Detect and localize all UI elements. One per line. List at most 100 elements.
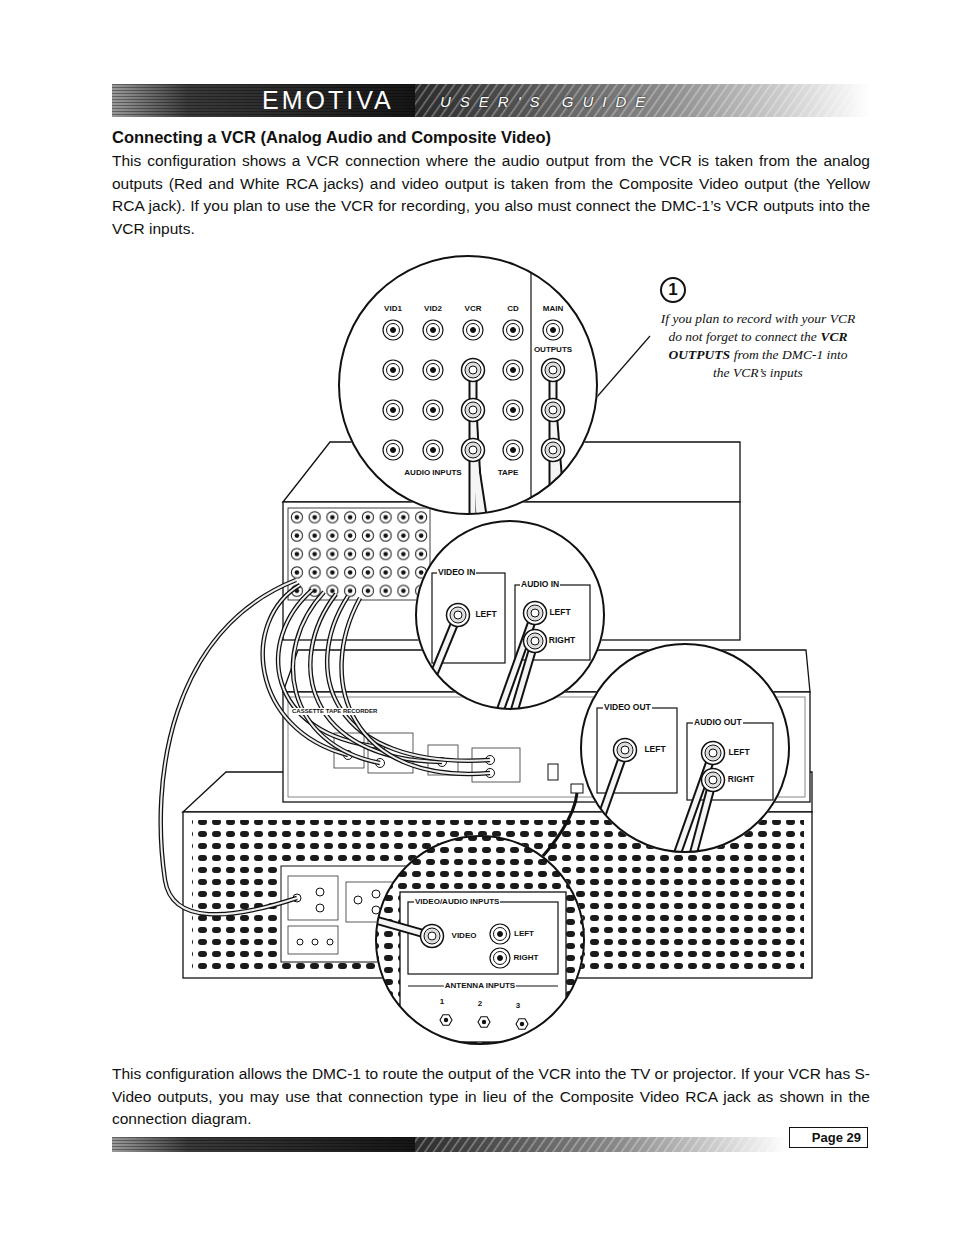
panel-detail — [614, 739, 637, 762]
panel-detail — [511, 368, 516, 373]
callout-number: 1 — [660, 277, 686, 303]
brand-logo: EMOTIVA — [262, 85, 394, 115]
panel-detail — [469, 446, 477, 454]
jack-label: VIDEO IN — [437, 568, 476, 577]
header-bar — [415, 84, 870, 117]
panel-detail — [431, 368, 436, 373]
panel-detail — [387, 364, 400, 377]
magnifier-outline — [376, 836, 584, 1044]
jack-label: TAPE — [497, 469, 520, 478]
rca-cables — [263, 585, 348, 755]
panel-detail — [614, 739, 637, 762]
magnifier-outline — [338, 255, 598, 515]
jack-label: 1 — [439, 998, 445, 1007]
television — [354, 896, 362, 904]
panel-detail — [391, 328, 396, 333]
footer-bar — [112, 1137, 787, 1152]
panel-detail — [465, 402, 481, 418]
panel-detail — [621, 746, 629, 754]
panel-detail — [543, 320, 563, 340]
panel-detail — [383, 320, 403, 340]
panel-detail — [520, 1022, 524, 1026]
panel-detail — [542, 359, 565, 382]
panel-detail — [516, 1019, 528, 1029]
panel-detail — [447, 604, 470, 627]
magnifier-outline — [415, 520, 605, 725]
panel-detail — [383, 320, 403, 340]
jack-label: RIGHT — [548, 636, 576, 645]
panel-detail — [440, 1015, 452, 1025]
panel-detail — [494, 952, 507, 965]
jack-label: RIGHT — [727, 775, 755, 784]
panel-detail — [415, 573, 590, 725]
panel-detail — [415, 615, 458, 720]
panel-detail — [391, 408, 396, 413]
jack-label: ANTENNA INPUTS — [444, 982, 516, 991]
panel-detail — [547, 324, 560, 337]
panel-detail — [503, 360, 523, 380]
panel-detail — [391, 368, 396, 373]
panel-detail — [340, 910, 432, 936]
zoom-callout-vcr-outputs: VIDEO OUTLEFTAUDIO OUTLEFTRIGHT — [580, 643, 790, 853]
panel-detail — [383, 360, 403, 380]
jack-label: VIDEO — [451, 932, 478, 941]
panel-detail — [503, 400, 523, 420]
panel-detail — [527, 633, 543, 649]
header-bar — [112, 84, 870, 117]
magnifier-outline — [338, 245, 598, 535]
panel-detail — [387, 324, 400, 337]
panel-detail — [424, 928, 440, 944]
panel-detail — [444, 1018, 448, 1022]
panel-detail — [524, 630, 547, 653]
panel-detail — [503, 440, 523, 460]
panel-detail — [503, 400, 523, 420]
panel-detail — [490, 924, 510, 944]
panel-detail — [585, 750, 625, 863]
jack-label: LEFT — [727, 748, 750, 757]
panel-detail — [498, 932, 503, 937]
panel-detail — [447, 604, 470, 627]
panel-detail — [490, 948, 510, 968]
panel-detail — [545, 362, 561, 378]
device-label: CASSETTE TAPE RECORDER — [291, 708, 378, 715]
magnifier-outline — [339, 256, 597, 514]
caption-paragraph: This configuration allows the DMC-1 to r… — [112, 1063, 870, 1131]
panel-detail — [400, 892, 566, 1042]
panel-detail — [423, 400, 443, 420]
panel-detail — [462, 399, 485, 422]
jack-label: RIGHT — [513, 954, 540, 963]
jack-label: AUDIO INPUTS — [403, 469, 462, 478]
panel-detail — [454, 611, 462, 619]
panel-detail — [597, 708, 677, 793]
panel-detail — [498, 956, 503, 961]
panel-detail — [503, 360, 523, 380]
television — [372, 890, 380, 898]
magnifier-outline — [375, 835, 585, 1045]
footer-bar — [415, 1137, 787, 1152]
jack-label: LEFT — [474, 610, 497, 619]
magnifier-outline — [581, 644, 789, 852]
header-bar — [415, 84, 870, 117]
jack-label: VIDEO OUT — [603, 703, 652, 712]
television — [316, 888, 324, 896]
footer-bar — [112, 1137, 415, 1152]
panel-detail — [702, 742, 725, 765]
panel-detail — [553, 450, 568, 535]
panel-detail — [375, 835, 585, 1045]
header-bar — [112, 84, 415, 117]
panel-detail — [391, 448, 396, 453]
television — [293, 888, 380, 945]
panel-detail — [423, 320, 443, 340]
panel-detail — [463, 320, 483, 340]
panel-detail — [383, 400, 403, 420]
panel-detail — [465, 442, 481, 458]
jack-label: LEFT — [643, 745, 666, 754]
panel-detail — [542, 399, 565, 422]
panel-detail — [427, 444, 440, 457]
panel-detail — [462, 439, 485, 462]
panel-detail — [431, 408, 436, 413]
panel-detail — [463, 320, 483, 340]
panel-detail — [507, 444, 520, 457]
jack-label: LEFT — [513, 930, 535, 939]
